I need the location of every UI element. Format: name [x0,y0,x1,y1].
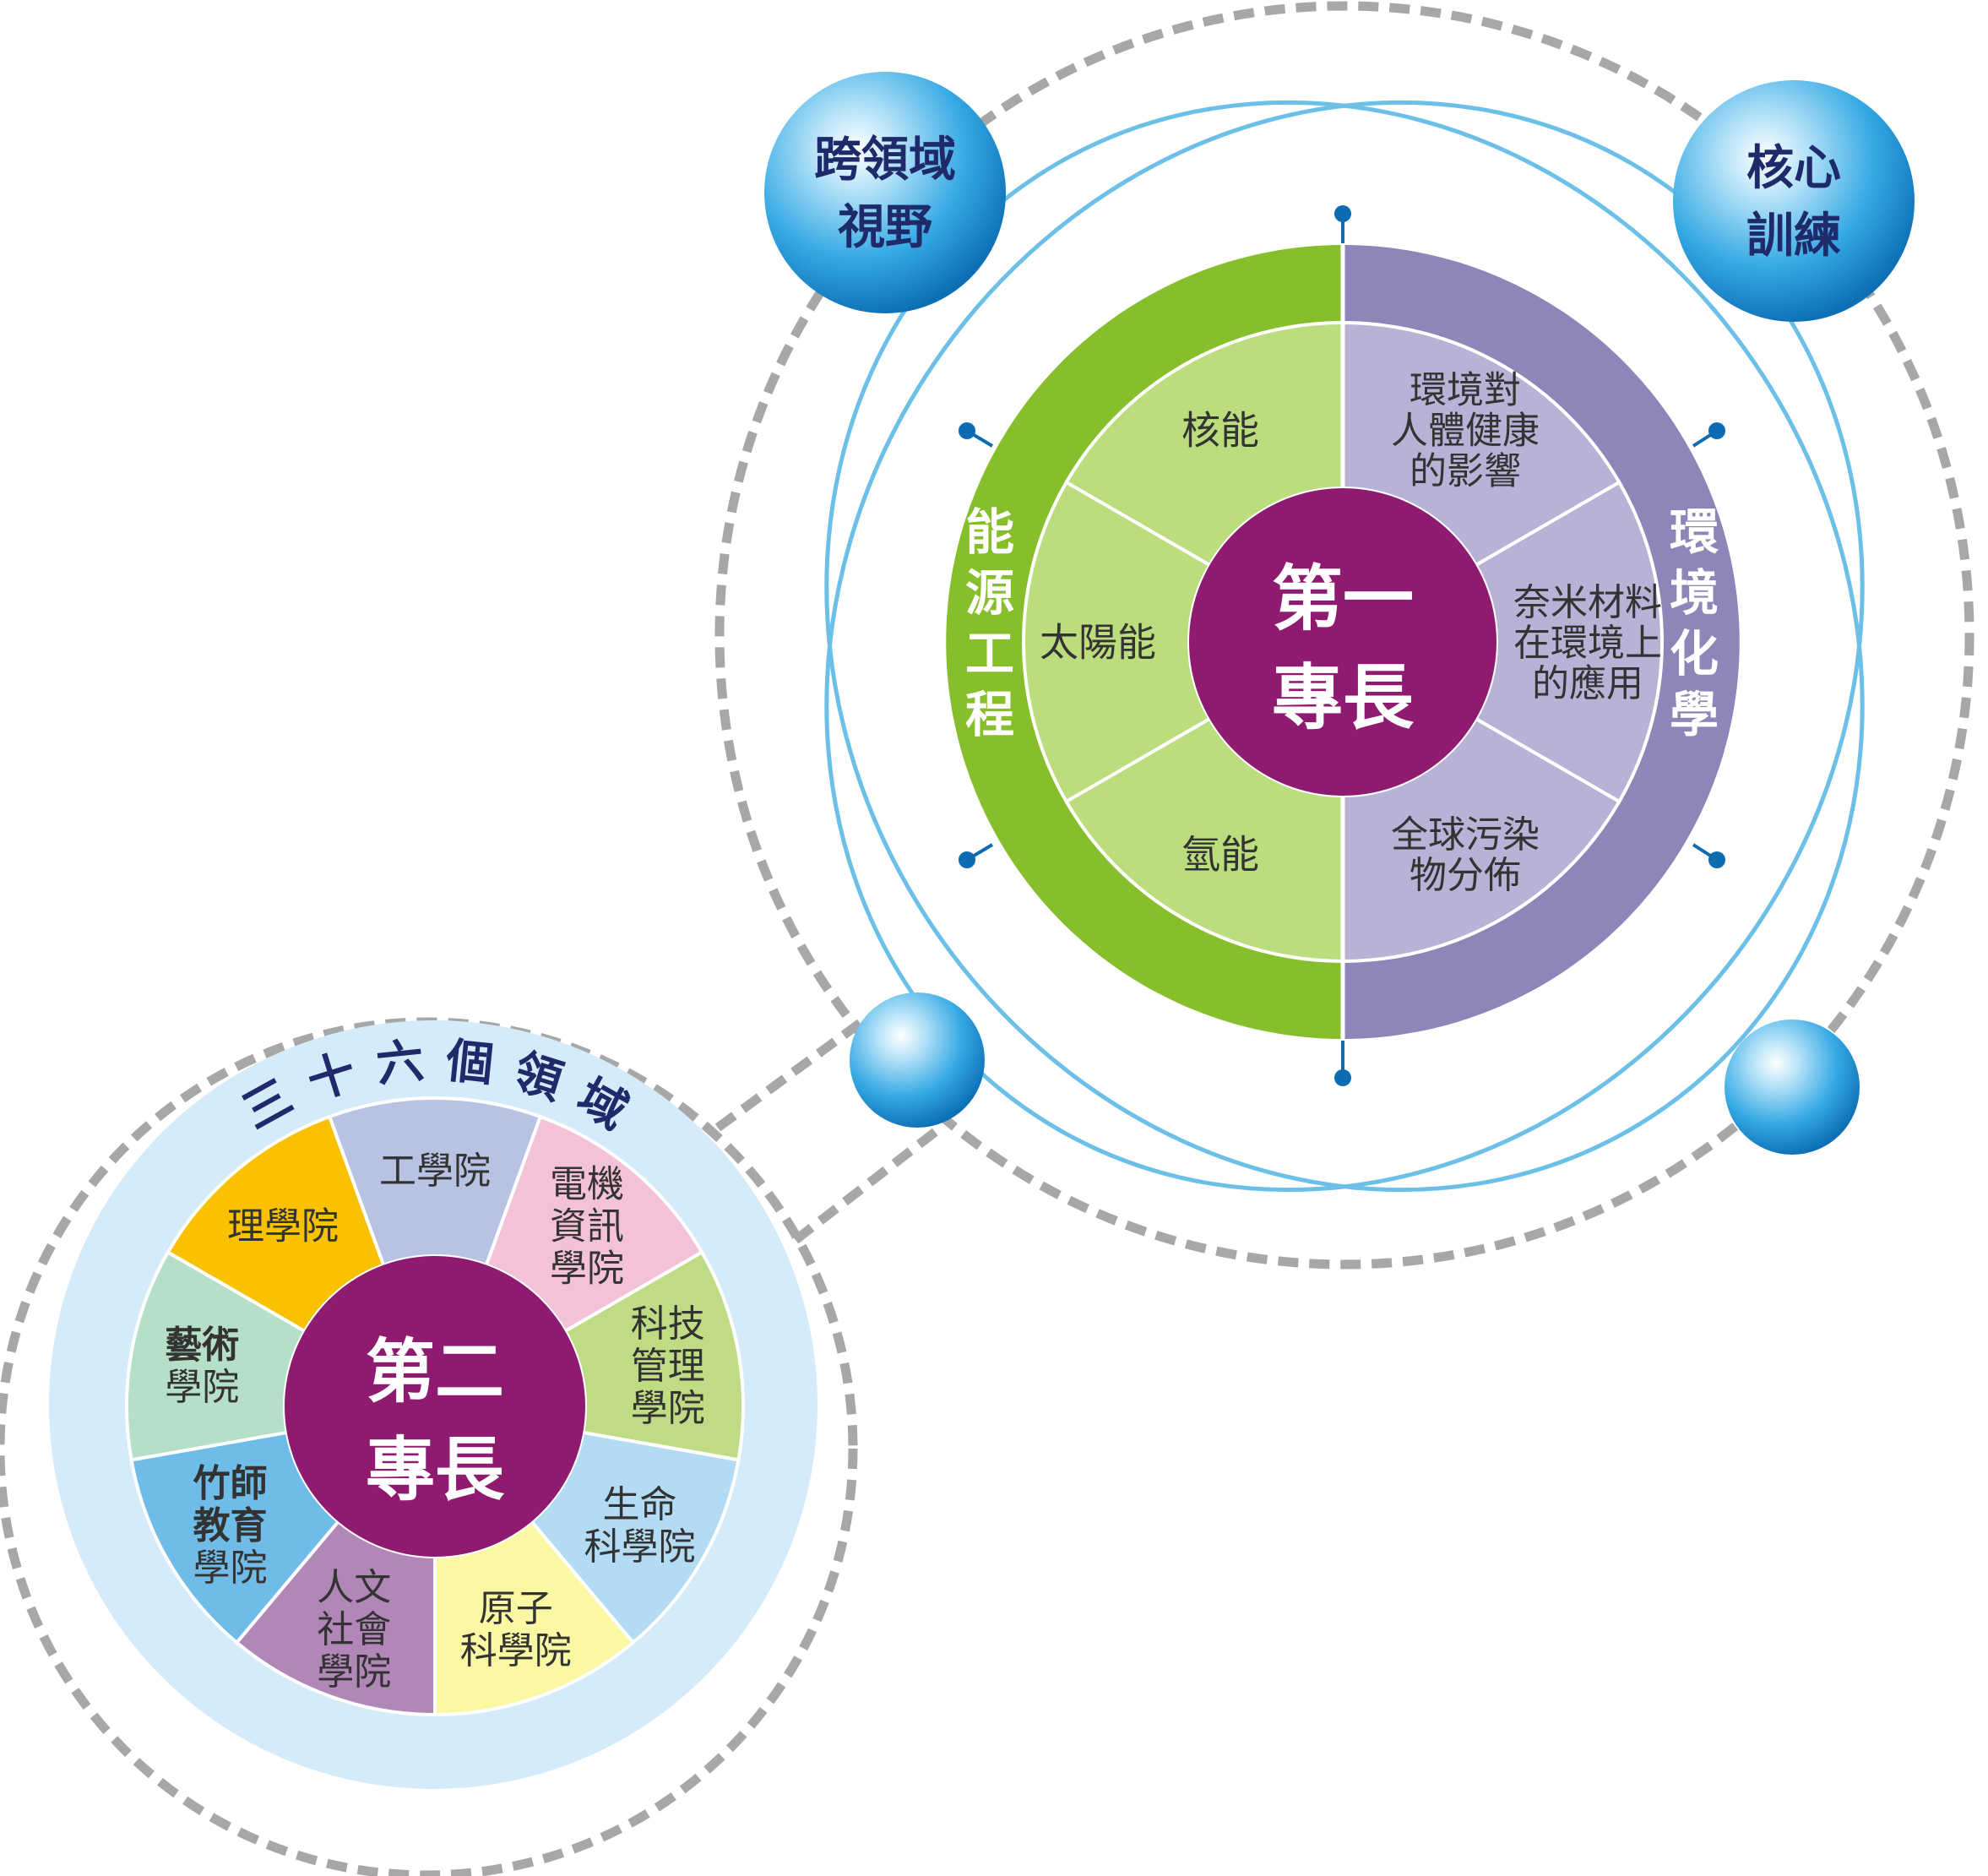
tick-dot-bottom [1334,1069,1351,1086]
diagram2: 工學院電機資訊學院科技管理學院生命科學院原子科學院人文社會學院竹師教育學院藝術學… [125,1033,745,1717]
sector-science-label-line-1: 理學院 [227,1204,339,1248]
sector-arts-label-line-2: 學院 [165,1366,239,1409]
sector-nuclear [1063,320,1344,568]
sector-education-label-line-3: 學院 [193,1547,268,1590]
energy-engineering-band [946,245,1343,1039]
energy-engineering-char-1: 能 [965,503,1014,561]
sector-education-label-line-2: 教育 [193,1504,268,1547]
sector-eecs-label-line-1: 電機 [550,1162,624,1205]
title-char-4: 個 [443,1033,496,1092]
sector-nano-label-line-3: 的應用 [1532,662,1643,705]
sector-arts-label-line-1: 藝術 [165,1324,239,1367]
sector-hydrogen [1063,716,1344,964]
first-specialty-line2: 專長 [1272,656,1415,739]
sector-nano-label-line-2: 在環境上 [1513,622,1662,665]
sector-life-sci-label-line-1: 生命 [602,1483,676,1526]
energy-engineering-char-4: 程 [965,686,1014,743]
energy-engineering-char-3: 工 [965,625,1014,682]
sector-tech-mgmt-label-line-3: 學院 [631,1387,705,1430]
sector-life-sci-label-line-2: 科學院 [584,1525,695,1569]
sector-humanities-label-line-3: 學院 [317,1650,391,1694]
diagram1-outer-dashed-ring [714,1,1974,1270]
orbit-ring-1 [824,100,1865,1193]
second-specialty-line2: 專長 [366,1430,505,1510]
sector-env-health [1341,320,1622,568]
tick-dot-left-lower [959,851,975,868]
sphere-core-training [1673,80,1915,322]
sphere-cross-domain-label-line-2: 視野 [838,200,932,255]
sector-env-health-label-line-2: 人體健康 [1391,410,1540,453]
sector-eecs-label-line-3: 學院 [550,1247,624,1290]
sector-pollution-label-line-1: 全球污染 [1391,813,1540,856]
sector-pollution-label-line-2: 物分佈 [1410,854,1521,897]
tick-dot-left-upper [959,422,975,439]
sector-nano-label-line-1: 奈米材料 [1513,581,1662,624]
connector-upper [714,1018,865,1132]
second-specialty-line1: 第二 [366,1332,504,1412]
sector-nuclear-label-line-1: 核能 [1181,407,1259,453]
tick-dot-right-upper [1708,422,1725,439]
sector-env-health-label-line-1: 環境對 [1410,369,1521,412]
sector-eecs-label-line-2: 資訊 [550,1204,624,1248]
sector-nuclear-sci-label-line-1: 原子 [479,1587,553,1630]
sector-tech-mgmt-label-line-2: 管理 [631,1345,705,1388]
sector-humanities-label-line-1: 人文 [317,1566,391,1609]
first-specialty-center [1189,488,1496,796]
environmental-chemistry-char-1: 環 [1670,503,1719,561]
sphere-cross-domain [764,72,1006,313]
sphere-core-training-label-line-1: 核心 [1746,141,1841,196]
sector-pollution [1341,716,1622,964]
environmental-chemistry-char-4: 學 [1670,686,1719,743]
sphere-cross-domain-label-line-1: 跨領域 [814,133,956,188]
first-specialty-line1: 第一 [1272,557,1414,640]
environmental-chemistry-char-2: 境 [1670,564,1719,622]
environmental-chemistry-band [1343,245,1740,1039]
title-char-3: 六 [374,1034,426,1093]
sector-nano [1473,480,1664,804]
sector-tech-mgmt-label-line-1: 科技 [631,1302,705,1346]
environmental-chemistry-char-3: 化 [1670,625,1719,682]
sector-env-health-label-line-3: 的影響 [1410,450,1521,493]
sector-nuclear-sci-label-line-2: 科學院 [460,1629,572,1672]
sector-solar [1022,480,1213,804]
connector-lower [792,1126,941,1244]
sector-humanities-label-line-2: 社會 [317,1608,391,1651]
sector-engineering-label-line-1: 工學院 [379,1150,491,1193]
sector-solar-label-line-1: 太陽能 [1040,620,1156,666]
sphere-core-training-label-line-2: 訓練 [1746,209,1841,264]
energy-engineering-char-2: 源 [965,564,1014,622]
sphere-sphere-bottom-left [850,992,985,1128]
tick-markers [959,205,1725,1086]
tick-dot-top [1334,205,1351,222]
sector-hydrogen-label-line-1: 氫能 [1181,832,1259,878]
sector-education-label-line-1: 竹師 [193,1462,268,1505]
tick-dot-right-lower [1708,851,1725,868]
sphere-sphere-bottom-right [1725,1020,1860,1155]
orbit-ring-2 [824,100,1865,1193]
second-specialty-center [285,1256,585,1557]
